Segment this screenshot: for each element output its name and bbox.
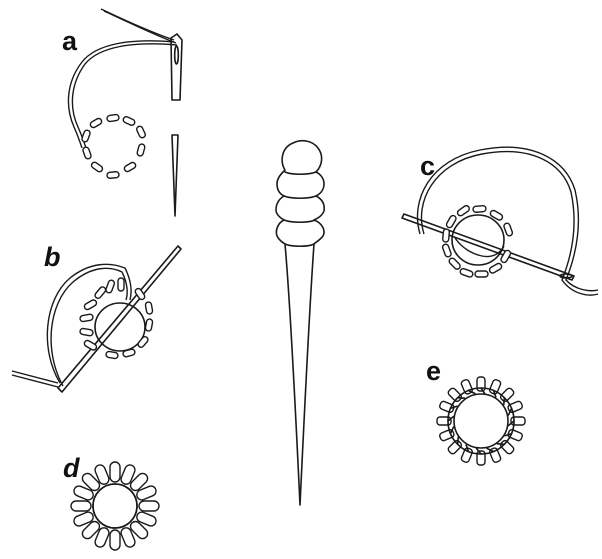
step-c-illustration: [402, 147, 598, 295]
needle-c-icon: [402, 214, 574, 280]
step-a-illustration: [68, 9, 182, 216]
step-e-illustration: [437, 377, 525, 465]
step-d-illustration: [71, 462, 159, 550]
needle-b-icon: [58, 246, 181, 392]
stitches-d: [71, 462, 159, 550]
stitches-e: [437, 377, 525, 465]
stitches-b: [80, 278, 124, 351]
step-b-illustration: [12, 246, 181, 392]
needle-a-icon: [171, 34, 182, 216]
stiletto-icon: [276, 141, 324, 505]
ring-c: [452, 215, 504, 265]
twisted-edge-e: [448, 388, 514, 454]
dashed-ring-a: [81, 114, 146, 178]
